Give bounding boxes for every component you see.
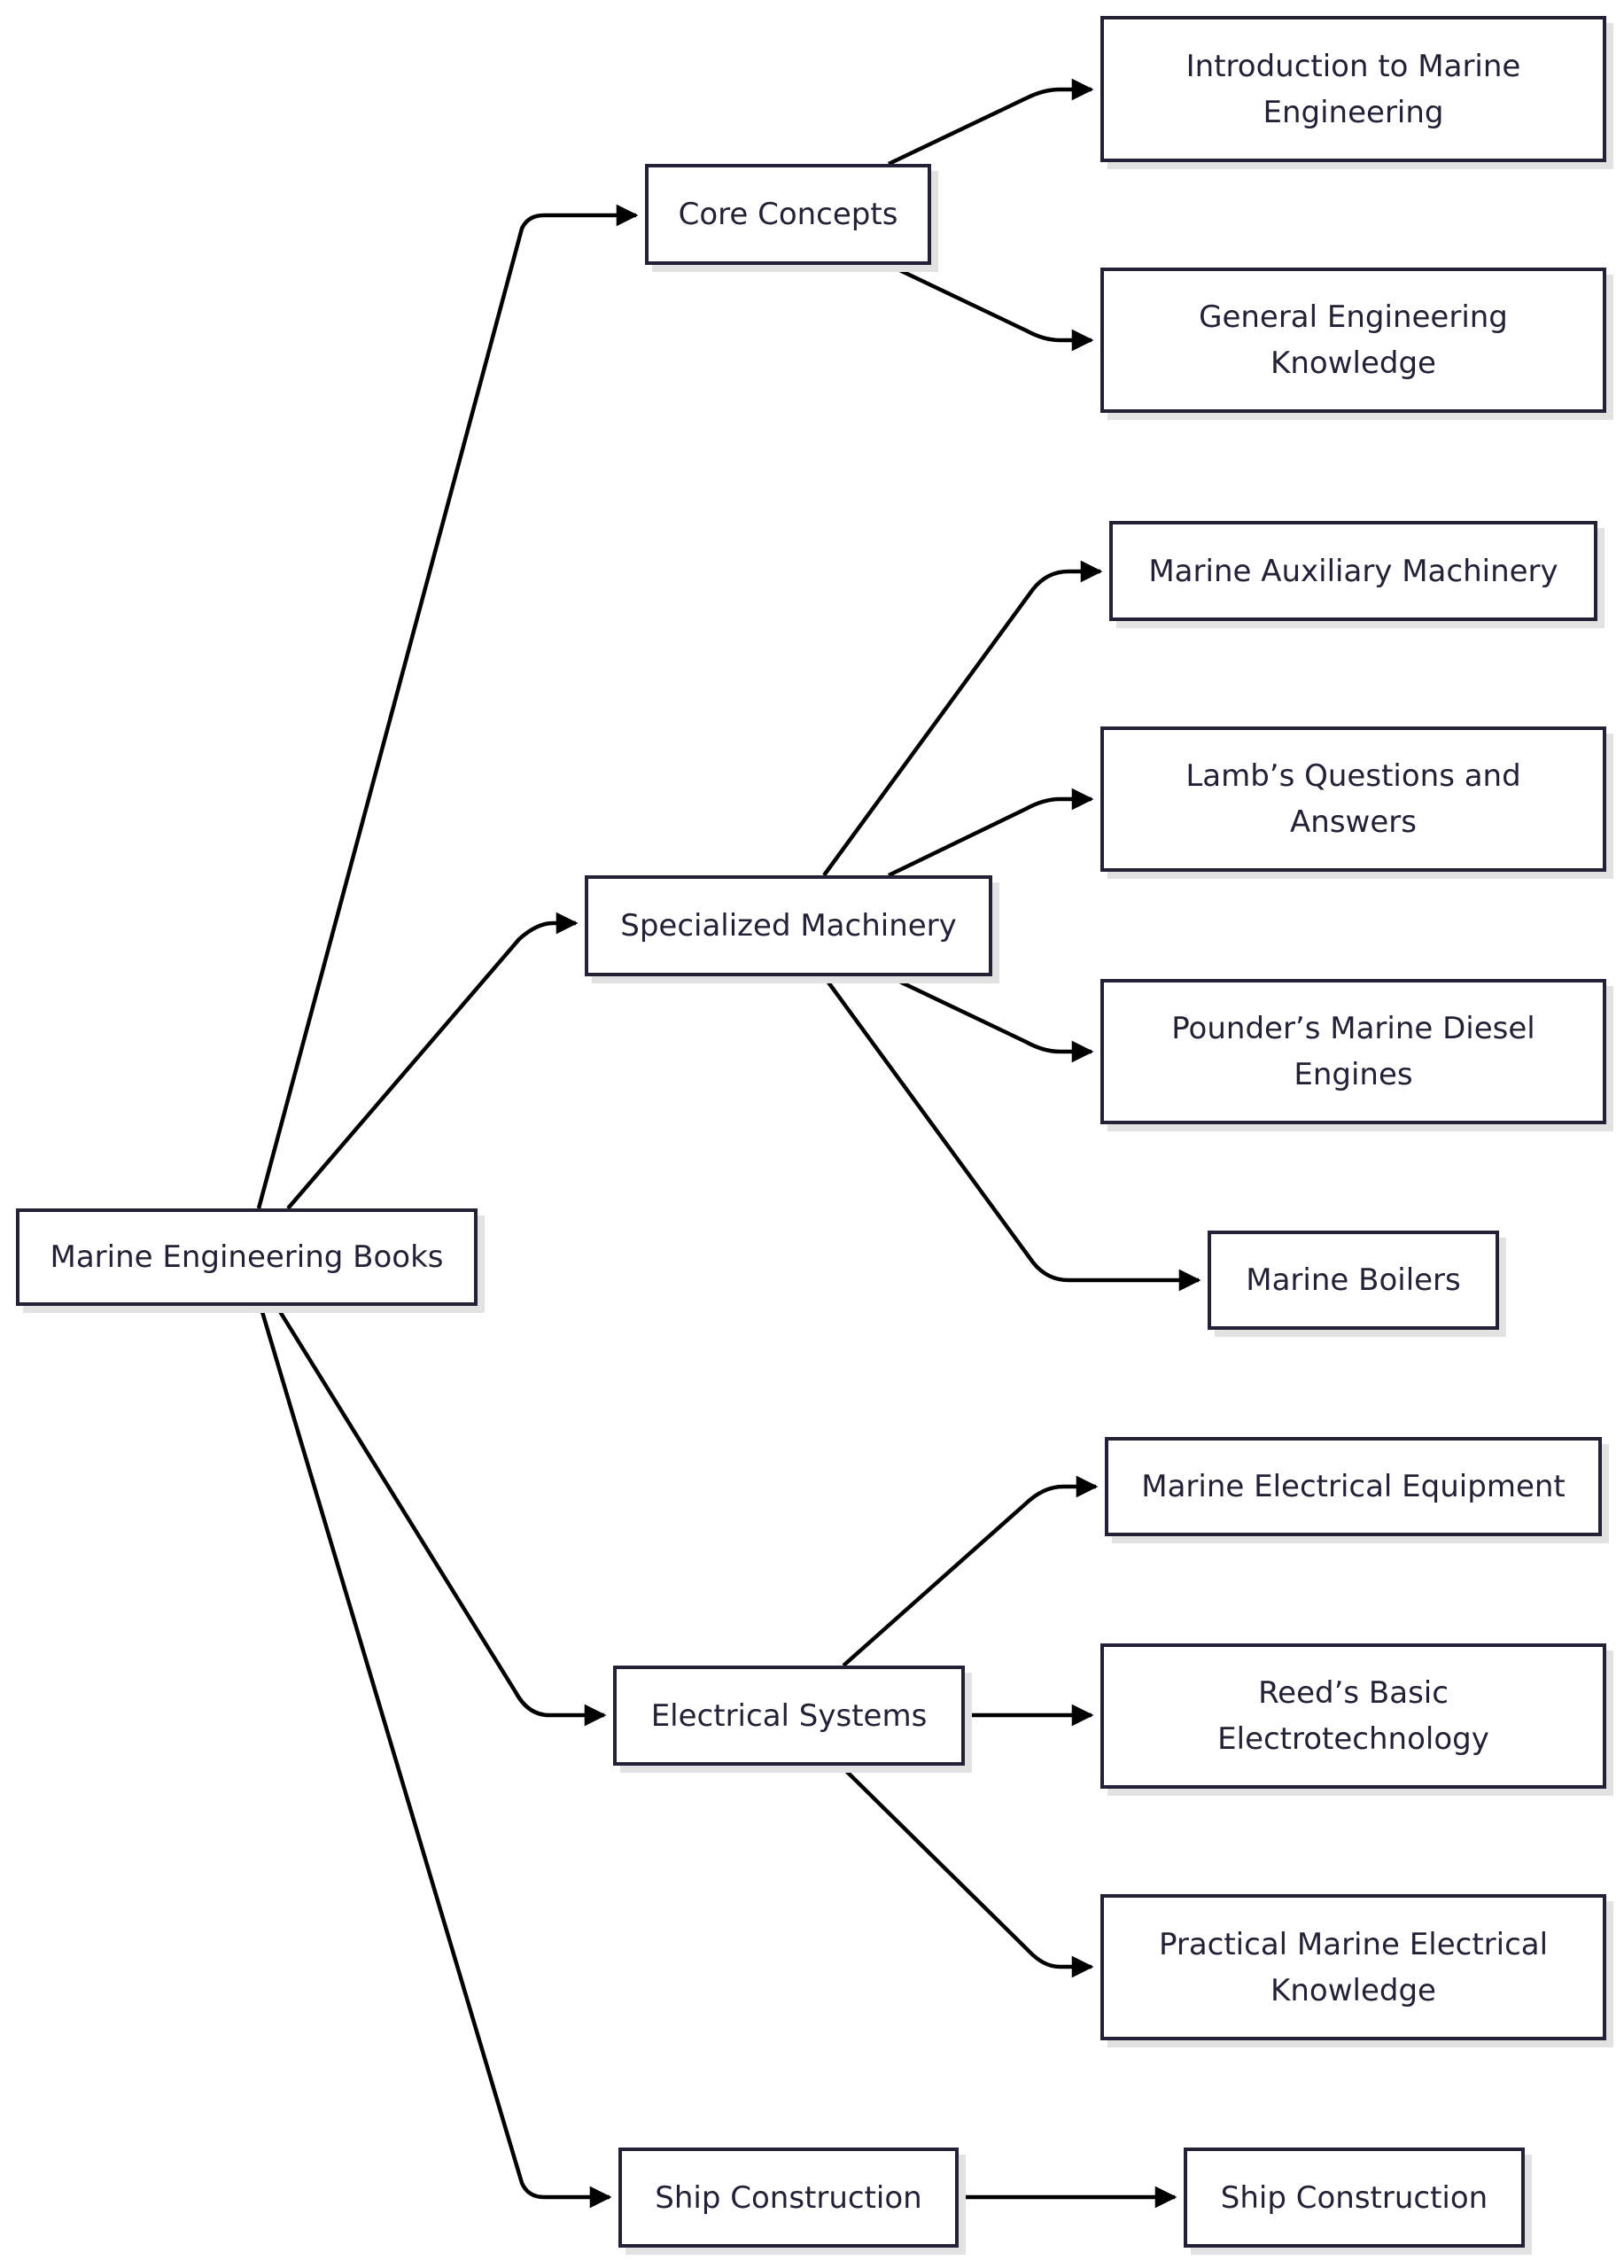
edge-root-to-core-concepts bbox=[256, 204, 639, 1209]
node-pounders-diesel: Pounder’s Marine Diesel Engines bbox=[1100, 979, 1606, 1124]
edge-root-to-specialized-machinery bbox=[286, 912, 579, 1210]
node-specialized-machinery: Specialized Machinery bbox=[585, 875, 992, 976]
node-marine-auxiliary-machinery-label: Marine Auxiliary Machinery bbox=[1148, 553, 1558, 589]
node-reeds-electrotechnology: Reed’s Basic Electrotechnology bbox=[1100, 1643, 1606, 1789]
node-electrical-systems-label: Electrical Systems bbox=[650, 1697, 928, 1734]
node-core-concepts: Core Concepts bbox=[645, 164, 931, 265]
edge-electrical-to-practical bbox=[838, 1763, 1094, 1978]
edge-core-concepts-to-general-knowledge bbox=[888, 262, 1094, 352]
node-specialized-machinery-label: Specialized Machinery bbox=[620, 908, 957, 944]
edge-machinery-to-boilers bbox=[822, 975, 1201, 1292]
node-pounders-diesel-label: Pounder’s Marine Diesel Engines bbox=[1171, 1011, 1535, 1092]
node-electrical-systems: Electrical Systems bbox=[613, 1666, 965, 1766]
node-general-engineering-knowledge: General Engineering Knowledge bbox=[1100, 268, 1606, 413]
node-ship-construction-book-label: Ship Construction bbox=[1220, 2179, 1488, 2216]
edge-root-to-electrical-systems bbox=[275, 1304, 607, 1727]
node-general-engineering-knowledge-label: General Engineering Knowledge bbox=[1199, 299, 1508, 381]
node-marine-electrical-equipment: Marine Electrical Equipment bbox=[1105, 1437, 1602, 1536]
edge-root-to-ship-construction bbox=[258, 1305, 612, 2209]
node-lambs-questions-label: Lamb’s Questions and Answers bbox=[1185, 758, 1521, 840]
edge-machinery-to-lambs bbox=[888, 788, 1094, 878]
node-lambs-questions: Lamb’s Questions and Answers bbox=[1100, 726, 1606, 872]
node-root: Marine Engineering Books bbox=[16, 1208, 478, 1306]
node-marine-boilers: Marine Boilers bbox=[1208, 1231, 1499, 1330]
node-marine-auxiliary-machinery: Marine Auxiliary Machinery bbox=[1109, 521, 1597, 621]
node-intro-marine-engineering-label: Introduction to Marine Engineering bbox=[1185, 48, 1521, 130]
node-practical-electrical-knowledge: Practical Marine Electrical Knowledge bbox=[1100, 1894, 1606, 2040]
node-ship-construction-group: Ship Construction bbox=[618, 2148, 959, 2248]
node-ship-construction-group-label: Ship Construction bbox=[655, 2179, 922, 2216]
node-marine-electrical-equipment-label: Marine Electrical Equipment bbox=[1141, 1469, 1566, 1504]
node-marine-boilers-label: Marine Boilers bbox=[1246, 1262, 1461, 1298]
node-reeds-electrotechnology-label: Reed’s Basic Electrotechnology bbox=[1217, 1675, 1489, 1757]
node-intro-marine-engineering: Introduction to Marine Engineering bbox=[1100, 16, 1606, 162]
edge-electrical-to-equipment bbox=[842, 1475, 1099, 1667]
node-core-concepts-label: Core Concepts bbox=[678, 197, 898, 232]
node-practical-electrical-knowledge-label: Practical Marine Electrical Knowledge bbox=[1158, 1926, 1549, 2008]
edge-machinery-to-pounders bbox=[888, 974, 1094, 1063]
edge-core-concepts-to-intro bbox=[888, 78, 1094, 167]
node-ship-construction-book: Ship Construction bbox=[1184, 2148, 1525, 2248]
node-root-label: Marine Engineering Books bbox=[50, 1239, 444, 1275]
edge-machinery-to-auxiliary bbox=[822, 560, 1103, 877]
